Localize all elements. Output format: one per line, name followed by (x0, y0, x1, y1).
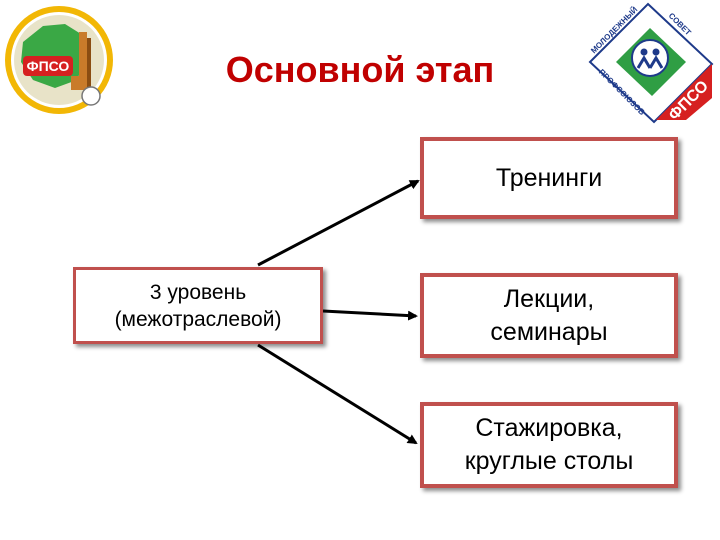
source-line-2: (межотраслевой) (114, 307, 282, 331)
arrow-to-lectures (322, 309, 418, 321)
youth-council-logo-right: ФПСО МОЛОДЕЖНЫЙ СОВЕТ ПРОФСОЮЗОВ (588, 2, 714, 124)
source-line-1: 3 уровень (149, 280, 247, 304)
target-box-lectures: Лекции, семинары (420, 273, 678, 358)
source-box-level-3: 3 уровень (межотраслевой) (73, 267, 323, 344)
target-2-line-2: семинары (490, 317, 608, 346)
arrow-to-trainings (257, 179, 420, 267)
target-1-line-1: Тренинги (495, 163, 603, 192)
target-box-trainings: Тренинги (420, 137, 678, 219)
page-title: Основной этап (225, 49, 495, 90)
target-3-line-2: круглые столы (464, 447, 634, 475)
target-3-line-1: Стажировка, (475, 414, 623, 442)
target-box-internship: Стажировка, круглые столы (420, 402, 678, 488)
left-logo-text: ФПСО (27, 58, 70, 74)
arrow-to-internship (257, 343, 418, 445)
target-2-line-1: Лекции, (503, 284, 595, 313)
fpso-logo-left: ФПСО (5, 6, 113, 114)
